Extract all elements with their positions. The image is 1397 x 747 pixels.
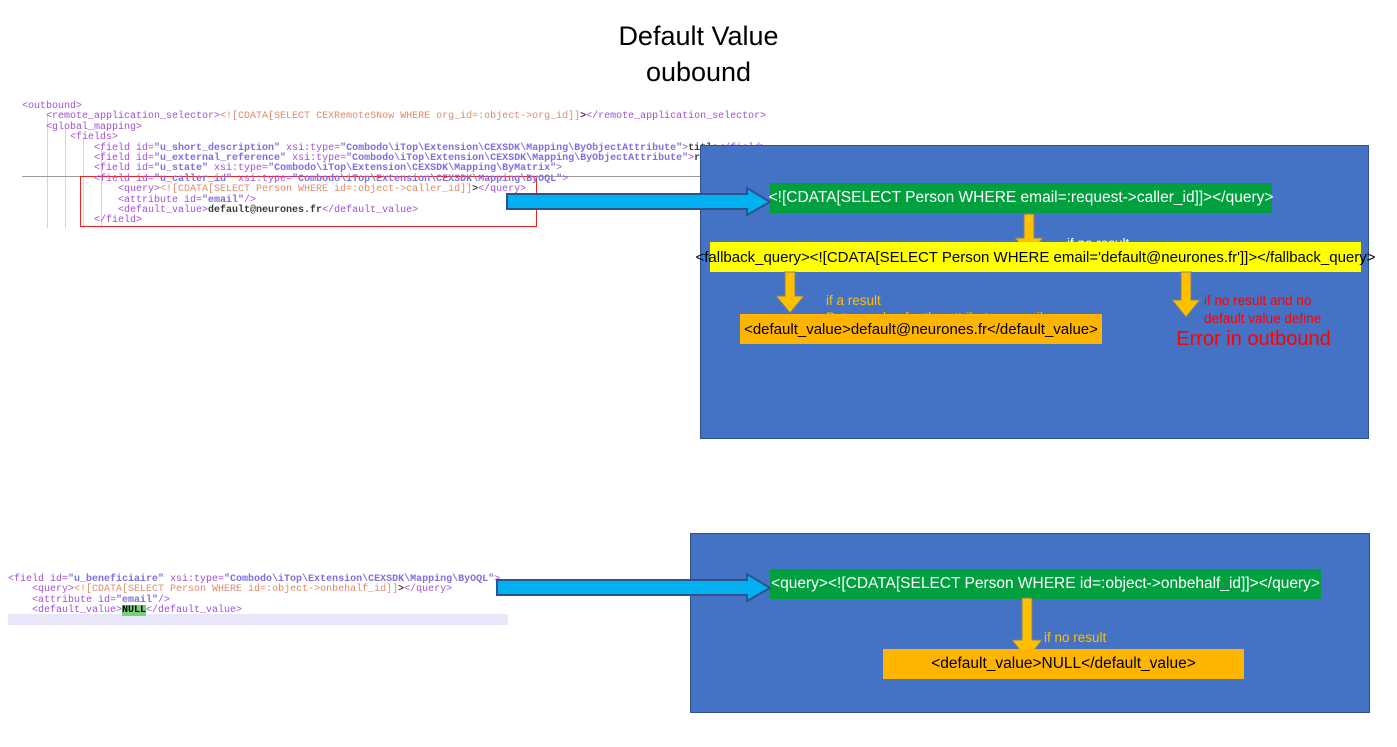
default-value-box-top: <default_value>default@neurones.fr</defa… bbox=[740, 314, 1102, 344]
flow-panel-top: <![CDATA[SELECT Person WHERE email=:requ… bbox=[695, 145, 1376, 439]
right-arrow-icon bbox=[506, 186, 772, 217]
down-arrow-icon bbox=[774, 271, 806, 314]
indent-guide bbox=[83, 138, 84, 228]
arrow-label-no-result-no-default-2: default value define bbox=[1204, 311, 1322, 326]
default-value-box-bottom: <default_value>NULL</default_value> bbox=[883, 649, 1244, 679]
query-box-top-label: <![CDATA[SELECT Person WHERE email=:requ… bbox=[768, 189, 1274, 206]
default-value-box-top-label: <default_value>default@neurones.fr</defa… bbox=[744, 320, 1098, 338]
fallback-query-box: <fallback_query><![CDATA[SELECT Person W… bbox=[695, 242, 1376, 272]
page-title-line1: Default Value bbox=[618, 21, 779, 51]
page-title: Default Value oubound bbox=[0, 18, 1397, 90]
arrow-label-no-result-no-default-1: if no result and no bbox=[1204, 293, 1312, 308]
code-line-highlight bbox=[8, 614, 508, 625]
default-value-box-bottom-label: <default_value>NULL</default_value> bbox=[931, 655, 1196, 672]
query-box-top: <![CDATA[SELECT Person WHERE email=:requ… bbox=[768, 183, 1274, 213]
query-box-bottom: <query><![CDATA[SELECT Person WHERE id=:… bbox=[770, 569, 1321, 599]
right-arrow-icon bbox=[496, 572, 772, 603]
error-text: Error in outbound bbox=[1176, 328, 1331, 350]
indent-guide bbox=[65, 128, 66, 228]
arrow-label-if-no-result-bottom: if no result bbox=[1044, 630, 1107, 645]
indent-guide bbox=[101, 148, 102, 228]
arrow-label-if-a-result: if a result bbox=[826, 293, 881, 308]
code-text-beneficiaire: <field id="u_beneficiaire" xsi:type="Com… bbox=[8, 574, 500, 617]
page-title-line2: oubound bbox=[645, 57, 752, 87]
query-box-bottom-label: <query><![CDATA[SELECT Person WHERE id=:… bbox=[771, 575, 1320, 592]
code-snippet-beneficiaire: <field id="u_beneficiaire" xsi:type="Com… bbox=[8, 574, 508, 627]
fallback-query-label: <fallback_query><![CDATA[SELECT Person W… bbox=[695, 248, 1376, 266]
indent-guide bbox=[47, 116, 48, 228]
down-arrow-icon bbox=[1170, 271, 1202, 318]
flow-panel-bottom: <query><![CDATA[SELECT Person WHERE id=:… bbox=[690, 533, 1370, 713]
